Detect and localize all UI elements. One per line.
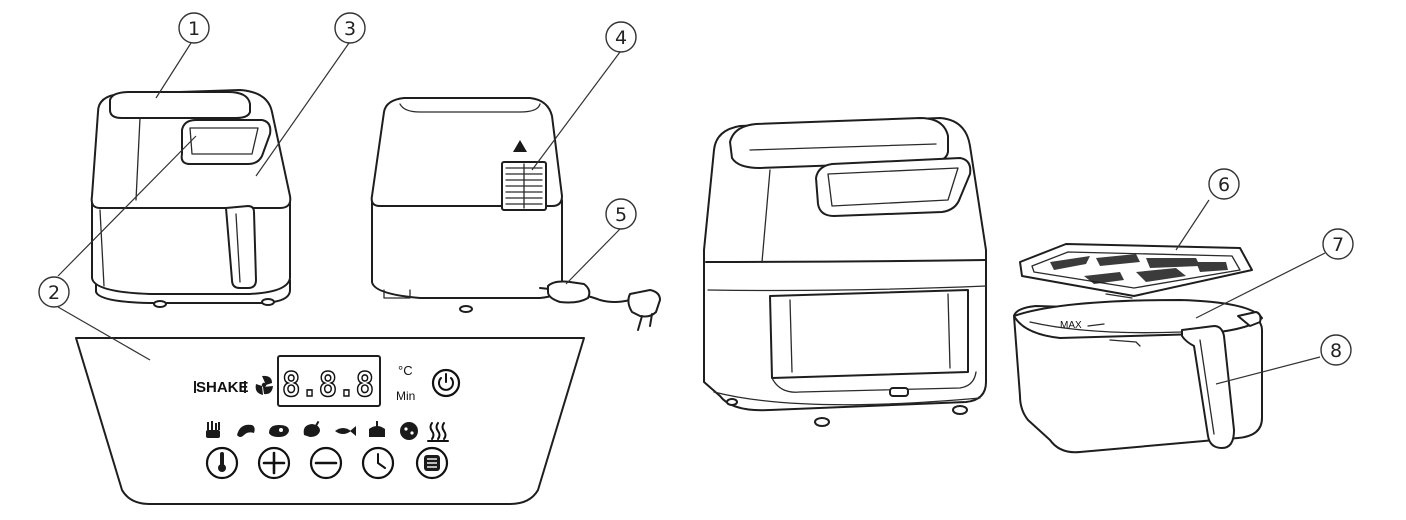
air-fryer-rear-view — [370, 97, 661, 331]
steak-icon[interactable] — [269, 425, 289, 437]
callout-2-number: 2 — [48, 282, 60, 304]
fish-icon[interactable] — [335, 426, 356, 436]
fan-icon — [255, 375, 273, 395]
callout-3-number: 3 — [344, 18, 356, 40]
callout-1: 1 — [178, 12, 210, 44]
menu-button[interactable] — [415, 446, 449, 480]
keep-warm-icon[interactable] — [427, 422, 449, 442]
power-button[interactable] — [431, 368, 461, 398]
air-fryer-large-view — [703, 117, 987, 427]
fries-icon[interactable] — [206, 421, 220, 438]
max-fill-mark: MAX — [1060, 320, 1082, 331]
callout-4: 4 — [605, 21, 637, 53]
minus-button[interactable] — [309, 446, 343, 480]
callout-1-number: 1 — [188, 18, 200, 40]
plus-button[interactable] — [257, 446, 291, 480]
celsius-unit-label: °C — [398, 363, 413, 378]
grill-plate — [1019, 243, 1253, 299]
menu-icon — [424, 455, 440, 471]
shake-indicator: SHAKE — [194, 379, 249, 396]
button-row — [205, 446, 449, 480]
frying-basket: MAX — [1013, 299, 1263, 454]
leader-lines — [57, 42, 1326, 385]
timer-button[interactable] — [361, 446, 395, 480]
preset-icons-row — [206, 420, 449, 442]
callout-5: 5 — [605, 198, 637, 230]
callout-4-number: 4 — [615, 27, 627, 49]
callout-7-number: 7 — [1332, 234, 1344, 256]
digital-display: 8.8.8 — [277, 355, 381, 407]
plus-icon — [262, 451, 286, 475]
callout-8: 8 — [1320, 334, 1352, 366]
temperature-button[interactable] — [205, 446, 239, 480]
display-value: 8.8.8 — [282, 365, 374, 405]
shake-label: SHAKE — [196, 379, 249, 396]
pizza-icon[interactable] — [400, 422, 418, 440]
callout-6-number: 6 — [1218, 174, 1230, 196]
callout-5-number: 5 — [615, 204, 627, 226]
callout-3: 3 — [334, 12, 366, 44]
callout-2: 2 — [38, 276, 70, 308]
control-panel-detail: SHAKE 8.8.8 °C Min — [75, 337, 585, 505]
air-fryer-front-view — [90, 89, 292, 308]
timer-icon — [377, 453, 386, 469]
shrimp-icon[interactable] — [237, 424, 255, 437]
callout-8-number: 8 — [1330, 340, 1342, 362]
callout-6: 6 — [1208, 168, 1240, 200]
chicken-icon[interactable] — [303, 420, 320, 437]
thermometer-icon — [218, 452, 226, 472]
minutes-unit-label: Min — [396, 389, 415, 403]
callout-7: 7 — [1322, 228, 1354, 260]
cake-icon[interactable] — [369, 421, 385, 437]
